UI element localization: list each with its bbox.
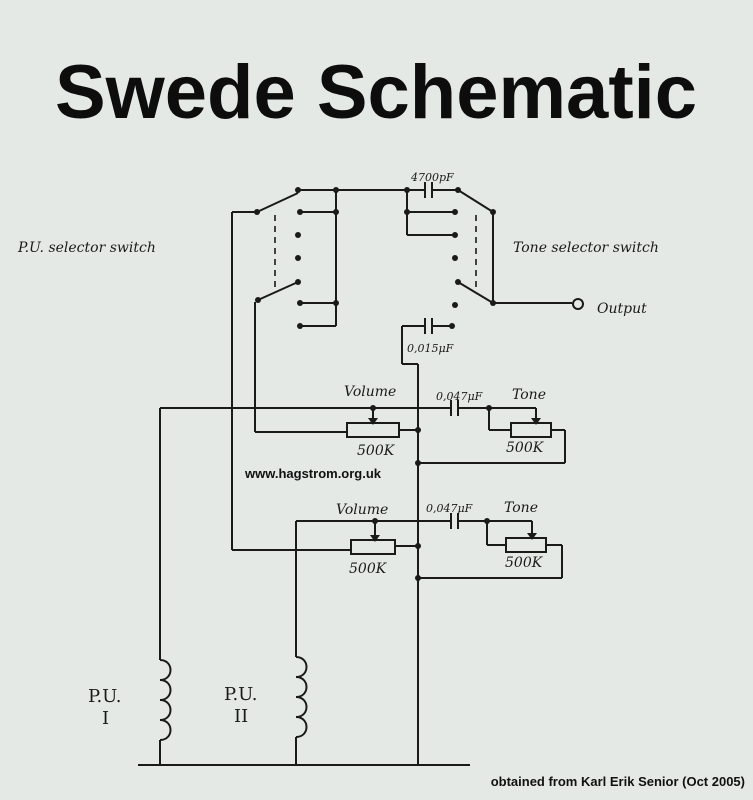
tone-selector-switch — [404, 187, 584, 310]
tone-1-label: Tone — [512, 387, 546, 403]
lower-volume-tone — [232, 513, 563, 581]
top-bus — [298, 182, 458, 198]
pickup-2-number: II — [234, 706, 248, 727]
pot-tone-2-value: 500K — [505, 555, 544, 571]
credit-line: obtained from Karl Erik Senior (Oct 2005… — [491, 774, 745, 789]
pu-selector-switch — [231, 187, 339, 550]
upper-volume-tone — [160, 400, 566, 466]
pickup-2-label: P.U. — [224, 684, 257, 705]
pickup-1-number: I — [102, 708, 109, 729]
page-title: Swede Schematic — [55, 50, 697, 135]
volume-2-label: Volume — [336, 502, 388, 518]
cap-0015uf-label: 0,015μF — [407, 342, 454, 355]
pickup-1-coil — [159, 408, 172, 765]
pickup-2-coil — [295, 521, 308, 765]
website-url: www.hagstrom.org.uk — [244, 466, 382, 481]
volume-1-label: Volume — [344, 384, 396, 400]
pickup-1-label: P.U. — [88, 686, 121, 707]
pot-volume-2-value: 500K — [349, 561, 388, 577]
pot-volume-1-value: 500K — [357, 443, 396, 459]
pu-selector-label: P.U. selector switch — [17, 240, 156, 256]
cap-4700pf-label: 4700pF — [410, 171, 454, 184]
output-label: Output — [597, 301, 647, 317]
cap-vol2-label: 0,047μF — [426, 502, 473, 515]
pot-volume-2 — [350, 539, 396, 555]
pot-tone-1-value: 500K — [506, 440, 545, 456]
capacitor-0015uf — [401, 318, 455, 365]
pot-tone-2 — [505, 537, 547, 553]
output-jack-terminal — [572, 298, 584, 310]
pot-volume-1 — [346, 422, 400, 438]
pot-tone-1 — [510, 422, 552, 438]
cap-vol1-label: 0,047μF — [436, 390, 483, 403]
tone-2-label: Tone — [504, 500, 538, 516]
tone-selector-label: Tone selector switch — [513, 240, 659, 256]
